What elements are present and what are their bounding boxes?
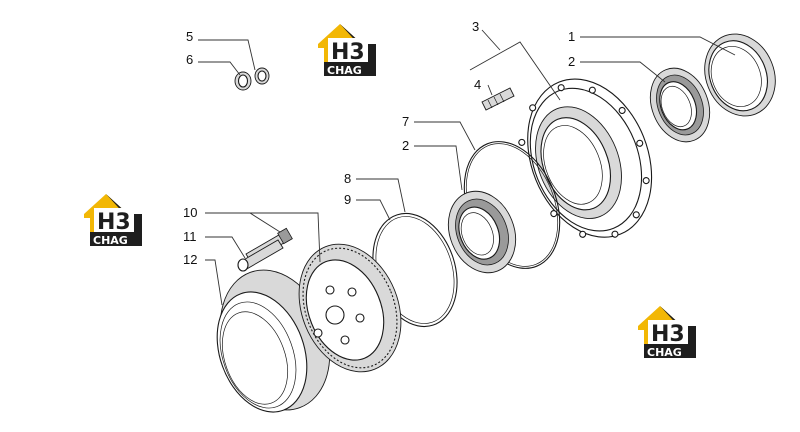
logo-mark-text: H3 [651,322,685,347]
logo-word-text: CHAG [647,346,682,359]
callout-7: 7 [402,114,409,129]
logo-word-text: CHAG [327,64,362,77]
watermark-logo-right: H3 CHAG [638,306,696,359]
watermark-logo-top: H3 CHAG [318,24,376,77]
callout-12: 12 [183,252,197,267]
part-bearing-upper [649,67,711,143]
callout-2-upper: 2 [568,54,575,69]
callout-8: 8 [344,171,351,186]
callout-3: 3 [472,19,479,34]
callout-10: 10 [183,205,197,220]
logo-mark-text: H3 [331,40,365,65]
logo-mark-text: H3 [97,210,131,235]
callout-11: 11 [183,229,197,244]
callout-5: 5 [186,29,193,44]
leader-lines [198,29,736,306]
logo-word-text: CHAG [93,234,128,247]
part-stud [481,87,515,111]
callout-9: 9 [344,192,351,207]
callout-4: 4 [474,77,481,92]
callout-2-lower: 2 [402,138,409,153]
watermark-logo-left: H3 CHAG [84,194,142,247]
part-small-rings [234,67,270,91]
callout-1: 1 [568,29,575,44]
callout-6: 6 [186,52,193,67]
part-gear-carrier [298,243,402,373]
part-seal-ring [704,33,776,117]
part-wheel-hub [518,78,653,238]
callout-labels: 1 2 3 4 5 6 7 2 8 9 10 11 12 [183,19,575,267]
part-bearing-lower [447,190,517,274]
part-bolts [237,227,293,272]
